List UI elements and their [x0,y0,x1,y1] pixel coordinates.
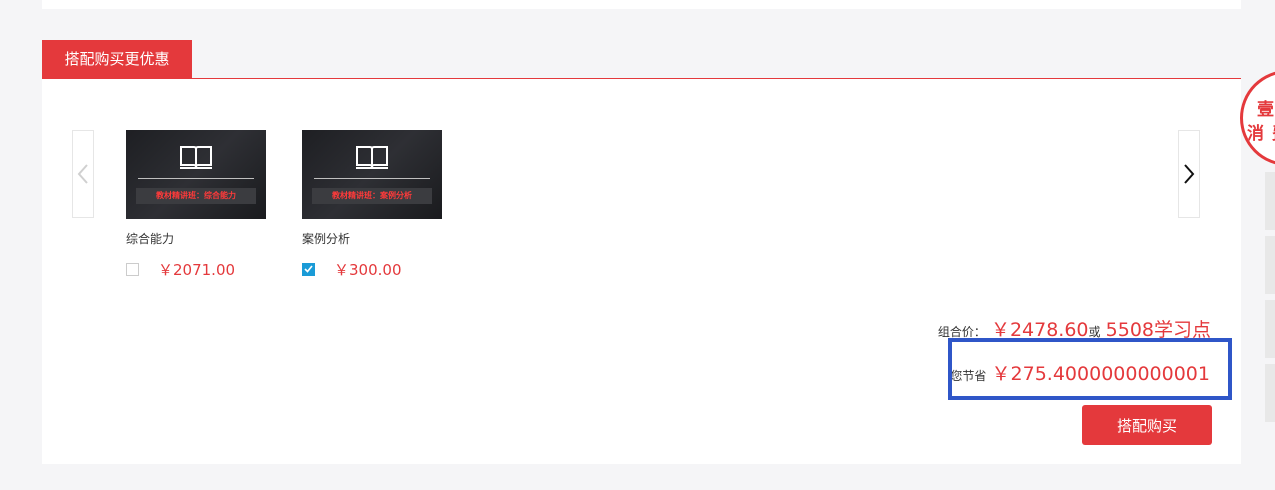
study-points: 5508学习点 [1105,319,1211,341]
thumbnail-banner: 教材精讲班：案例分析 [312,188,432,204]
savings-label: 为您节省 [950,369,987,383]
check-icon [304,265,313,273]
product-thumbnail[interactable]: 教材精讲班：案例分析 [302,130,442,219]
section-tab[interactable]: 搭配购买更优惠 [42,40,192,78]
thumbnail-banner: 教材精讲班：综合能力 [136,188,256,204]
bundle-product-2: 教材精讲班：案例分析 案例分析 ￥300.00 [302,130,442,279]
badge-line-2: 消费 [1247,124,1275,144]
product-price: ￥300.00 [334,260,402,279]
combo-price: ￥2478.60 [990,319,1089,341]
side-toolbar-item[interactable] [1265,172,1275,230]
side-toolbar-item[interactable] [1265,364,1275,422]
product-thumbnail[interactable]: 教材精讲班：综合能力 [126,130,266,219]
side-toolbar-item[interactable] [1265,236,1275,294]
bundle-panel: 教材精讲班：综合能力 综合能力 ￥2071.00 教材精讲班：案例分析 案例分析 [42,79,1241,464]
bundle-product-1: 教材精讲班：综合能力 综合能力 ￥2071.00 [126,130,266,279]
savings-row: 为您节省 ￥275.4000000000001 [950,359,1210,386]
chevron-right-icon [1184,164,1195,184]
thumbnail-divider [138,178,254,179]
combo-price-row: 组合价： ￥2478.60或 5508学习点 [938,315,1211,342]
badge-line-1: 壹 [1257,100,1274,120]
previous-section-card [42,0,1241,9]
savings-highlight: 为您节省 ￥275.4000000000001 [948,338,1232,400]
bundle-buy-button[interactable]: 搭配购买 [1082,405,1212,445]
product-name[interactable]: 综合能力 [126,232,175,246]
product-name[interactable]: 案例分析 [302,232,351,246]
carousel-prev-button[interactable] [72,130,94,218]
side-promo-badge[interactable]: 壹 消费 [1240,70,1275,166]
product-checkbox[interactable] [126,262,139,276]
product-price-row: ￥2071.00 [126,260,266,279]
side-toolbar-item[interactable] [1265,300,1275,358]
product-price: ￥2071.00 [158,260,236,279]
product-checkbox[interactable] [302,262,315,276]
thumbnail-divider [314,178,430,179]
carousel-next-button[interactable] [1178,130,1200,218]
book-icon [180,146,212,169]
section-header: 搭配购买更优惠 [42,40,1241,79]
product-price-row: ￥300.00 [302,260,442,279]
book-icon [356,146,388,169]
or-label: 或 [1088,325,1101,339]
chevron-left-icon [77,164,88,184]
savings-amount: ￥275.4000000000001 [991,363,1210,385]
combo-price-label: 组合价： [937,325,986,339]
